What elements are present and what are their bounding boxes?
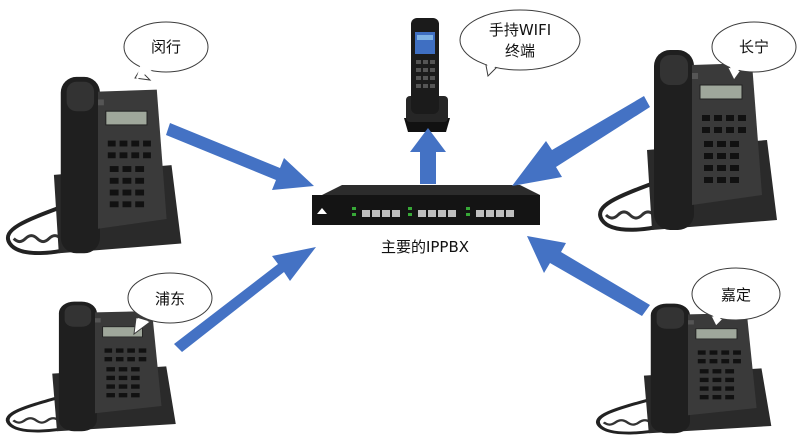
arrow-jiading-to-pbx <box>527 236 650 316</box>
bubble-pudong-label: 浦东 <box>155 290 185 308</box>
bubble-wifi-label-line2: 终端 <box>505 42 535 60</box>
ippbx-device <box>312 185 540 225</box>
bubble-changning-label: 长宁 <box>739 38 769 56</box>
arrow-minhang-to-pbx <box>166 123 314 190</box>
desk-phone-changning <box>598 48 779 232</box>
bubble-wifi-label-line1: 手持WIFI <box>489 21 551 39</box>
bubble-wifi-terminal: 手持WIFI 终端 <box>459 9 581 78</box>
bubble-pudong: 浦东 <box>127 272 213 336</box>
bubble-minhang: 闵行 <box>123 21 209 81</box>
arrow-pudong-to-pbx <box>174 247 316 352</box>
desk-phone-jiading <box>595 301 774 435</box>
bubble-changning: 长宁 <box>711 21 797 81</box>
wifi-handset <box>404 18 450 132</box>
bubble-jiading-label: 嘉定 <box>721 286 751 304</box>
desk-phone-minhang <box>5 74 184 256</box>
bubble-minhang-label: 闵行 <box>151 38 181 56</box>
desk-phone-pudong <box>5 299 178 434</box>
arrow-changning-to-pbx <box>512 96 650 186</box>
arrow-pbx-to-wifi-handset <box>410 128 446 184</box>
bubble-jiading: 嘉定 <box>691 267 781 327</box>
pbx-label: 主要的IPPBX <box>381 238 469 256</box>
